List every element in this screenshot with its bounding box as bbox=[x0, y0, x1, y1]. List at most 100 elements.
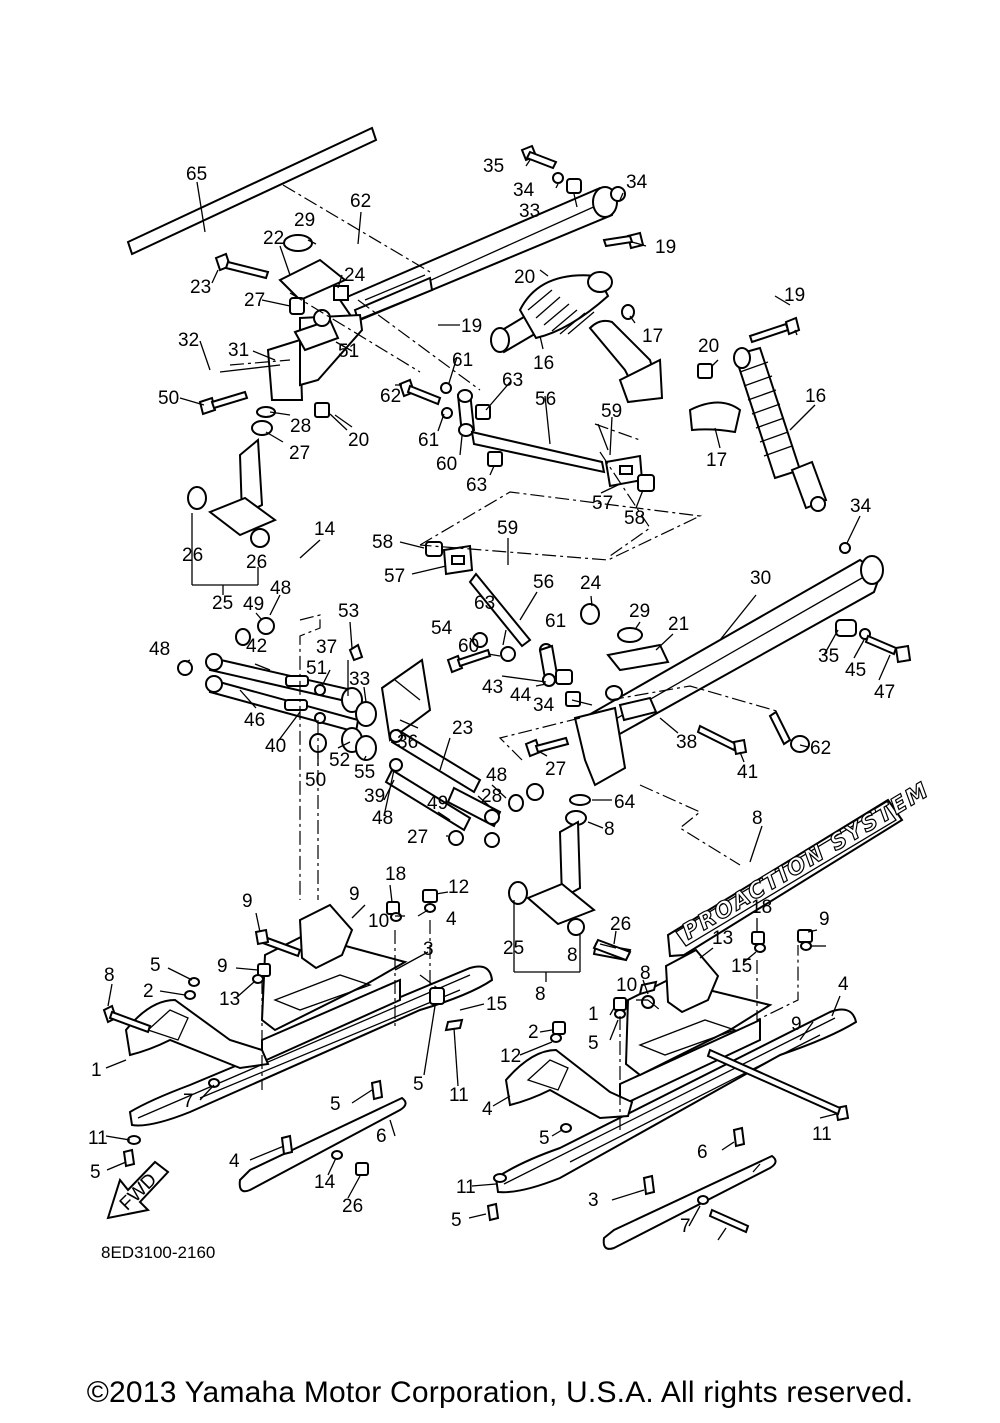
callout-4: 5 bbox=[539, 1128, 550, 1149]
callout-33: 33 bbox=[519, 201, 540, 222]
callout-65: 65 bbox=[186, 164, 207, 185]
callout-36: 23 bbox=[452, 718, 473, 739]
callout-26: 8 bbox=[567, 945, 578, 966]
spindle-bracket-upper-left bbox=[214, 234, 349, 315]
callout-28: 28 bbox=[290, 416, 311, 437]
callout-41: 48 bbox=[372, 808, 393, 829]
callout-10: 3 bbox=[423, 939, 434, 960]
callout-10: 9 bbox=[791, 1014, 802, 1035]
callout-11: 6 bbox=[697, 1142, 708, 1163]
callout-30: 30 bbox=[750, 568, 771, 589]
callout-32: 32 bbox=[178, 330, 199, 351]
callout-48: 48 bbox=[149, 639, 170, 660]
callout-17: 17 bbox=[706, 450, 727, 471]
callout-5: 12 bbox=[500, 1046, 521, 1067]
callout-16: 16 bbox=[805, 386, 826, 407]
callout-48: 48 bbox=[270, 578, 291, 599]
callout-25: 25 bbox=[212, 593, 233, 614]
callout-9: 4 bbox=[446, 909, 457, 930]
callout-60: 44 bbox=[510, 685, 532, 706]
callout-58: 58 bbox=[372, 532, 393, 553]
callout-8: 1 bbox=[588, 1004, 599, 1025]
callout-20: 20 bbox=[514, 267, 535, 288]
callout-8: 9 bbox=[819, 909, 830, 930]
callout-45: 46 bbox=[244, 710, 265, 731]
callout-19: 19 bbox=[655, 237, 676, 258]
callout-17: 17 bbox=[642, 326, 663, 347]
callout-53: 53 bbox=[338, 601, 359, 622]
callout-9: 15 bbox=[731, 956, 752, 977]
callout-49: 49 bbox=[243, 594, 264, 615]
radius-rods bbox=[384, 728, 544, 848]
callout-56: 56 bbox=[535, 389, 556, 410]
shock-absorber-right bbox=[588, 231, 828, 512]
callout-6: 5 bbox=[451, 1210, 462, 1231]
callout-2: 4 bbox=[482, 1099, 493, 1120]
callout-26: 26 bbox=[182, 545, 203, 566]
callout-2: 1 bbox=[91, 1060, 102, 1081]
callout-8: 18 bbox=[751, 897, 772, 918]
spindle-shaft-left-upper bbox=[187, 420, 278, 548]
callout-35: 35 bbox=[483, 156, 504, 177]
callout-14: 26 bbox=[610, 914, 631, 935]
callout-51: 34 bbox=[533, 695, 555, 716]
callout-18: 13 bbox=[712, 928, 733, 949]
callout-25: 8 bbox=[535, 984, 546, 1005]
callout-9: 13 bbox=[219, 989, 240, 1010]
callout-18: 9 bbox=[349, 884, 360, 905]
callout-5: 11 bbox=[88, 1128, 108, 1149]
alignment-lines bbox=[229, 184, 799, 1130]
callout-61: 43 bbox=[482, 677, 503, 698]
callout-40: 55 bbox=[354, 762, 375, 783]
callout-11: 5 bbox=[330, 1094, 341, 1115]
callout-60: 60 bbox=[436, 454, 457, 475]
callout-51: 51 bbox=[338, 341, 359, 362]
callout-24: 24 bbox=[344, 265, 366, 286]
callout-26: 25 bbox=[503, 938, 524, 959]
callout-63: 63 bbox=[466, 475, 487, 496]
callout-47: 40 bbox=[265, 736, 286, 757]
callout-19: 19 bbox=[461, 316, 482, 337]
callout-9: 5 bbox=[588, 1033, 599, 1054]
callout-34: 34 bbox=[850, 496, 872, 517]
callout-5: 11 bbox=[456, 1177, 476, 1198]
lower-links-left bbox=[177, 617, 432, 761]
callout-23: 23 bbox=[190, 277, 211, 298]
callout-61: 61 bbox=[452, 350, 473, 371]
callout-59: 59 bbox=[601, 401, 622, 422]
ski-right bbox=[486, 929, 858, 1250]
callout-64: 8 bbox=[752, 808, 763, 829]
callout-26: 26 bbox=[246, 552, 267, 573]
callout-58: 58 bbox=[624, 508, 645, 529]
callout-4: 2 bbox=[528, 1022, 539, 1043]
ski-left: FWD bbox=[102, 889, 494, 1220]
callout-34: 34 bbox=[513, 180, 535, 201]
callout-4: 5 bbox=[150, 955, 161, 976]
callout-5: 2 bbox=[143, 981, 154, 1002]
callout-48: 27 bbox=[407, 827, 428, 848]
callout-28: 64 bbox=[614, 792, 636, 813]
callout-21: 21 bbox=[668, 614, 689, 635]
callout-27: 27 bbox=[244, 290, 265, 311]
callout-38: 39 bbox=[364, 786, 385, 807]
callout-63: 63 bbox=[474, 593, 495, 614]
callout-12: 9 bbox=[242, 891, 253, 912]
callout-11: 3 bbox=[588, 1190, 599, 1211]
callout-39: 49 bbox=[427, 793, 448, 814]
callout-50: 50 bbox=[158, 388, 179, 409]
callout-42: 42 bbox=[246, 636, 267, 657]
callout-22: 22 bbox=[263, 228, 284, 249]
callout-59: 59 bbox=[497, 518, 518, 539]
callout-44: 51 bbox=[306, 658, 327, 679]
shock-absorber-upper bbox=[490, 271, 613, 354]
callout-6: 5 bbox=[90, 1162, 101, 1183]
callout-20: 20 bbox=[698, 336, 719, 357]
callout-12: 11 bbox=[812, 1124, 832, 1145]
callout-63: 60 bbox=[458, 636, 479, 657]
spindle-arm-31 bbox=[198, 309, 364, 418]
callout-5: 7 bbox=[183, 1091, 194, 1112]
callout-5: 14 bbox=[314, 1172, 336, 1193]
callout-49: 28 bbox=[481, 786, 502, 807]
decal-strip-65 bbox=[126, 126, 378, 256]
